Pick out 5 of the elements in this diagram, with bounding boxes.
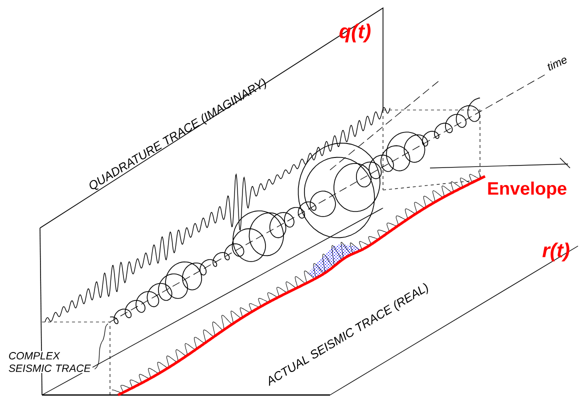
trace-symbol: r(t) [542, 242, 570, 262]
trace-label: COMPLEX SEISMIC TRACE [8, 351, 92, 373]
leader-line [94, 323, 108, 370]
trace-symbol: q(t) [340, 24, 371, 42]
axis-label: time [547, 58, 567, 71]
